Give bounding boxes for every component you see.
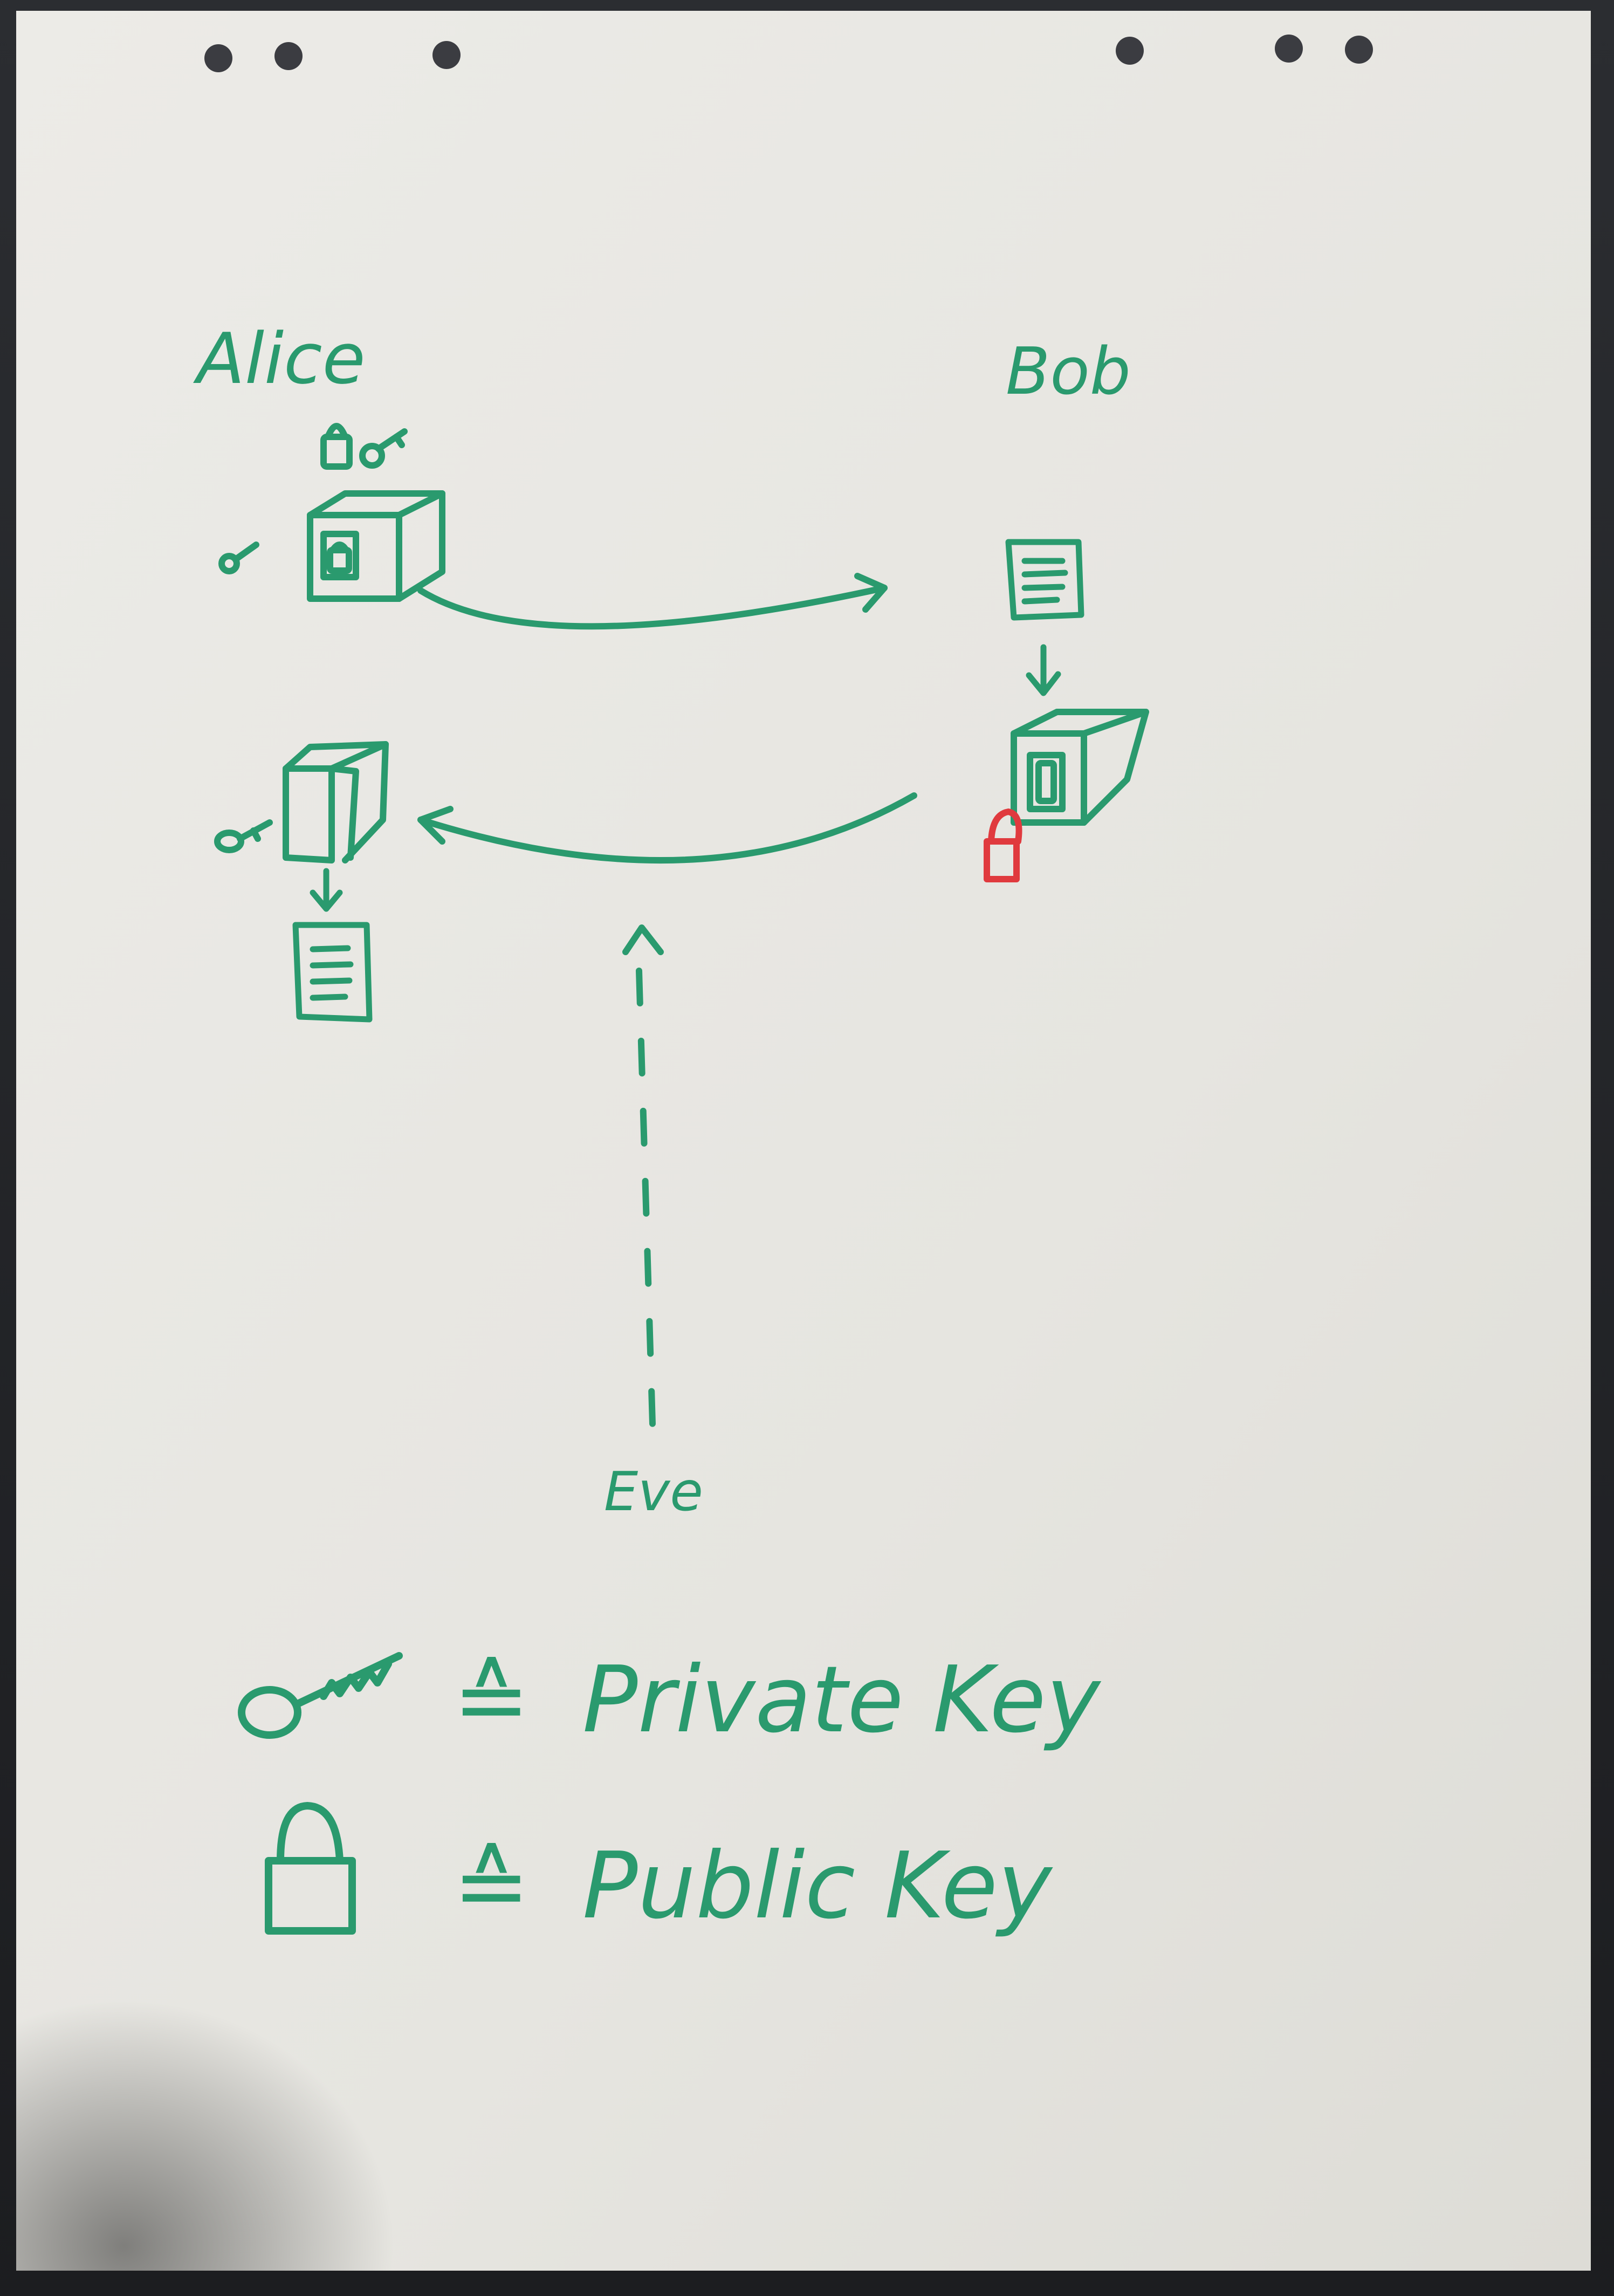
bob-label: Bob <box>1006 334 1131 409</box>
safe-box-icon <box>307 490 445 602</box>
private-key-label: Private Key <box>582 1647 1102 1753</box>
key-icon <box>218 542 259 574</box>
padlock-icon <box>984 808 1022 882</box>
eve-eavesdrop-arrow <box>622 924 664 1427</box>
document-icon <box>292 922 373 1023</box>
safe-box-icon <box>283 741 389 863</box>
arrow-down-icon <box>310 868 343 912</box>
legend-public-key: ≙ Public Key <box>265 1802 1053 1939</box>
arrow-down-icon <box>1026 644 1061 696</box>
public-key-label: Public Key <box>582 1833 1053 1939</box>
arrow-bob-to-alice <box>417 792 917 864</box>
legend-private-key: ≙ Private Key <box>238 1647 1102 1753</box>
eve-label: Eve <box>604 1460 703 1523</box>
safe-box-icon <box>1011 709 1149 826</box>
binder-holes <box>204 35 1373 72</box>
padlock-icon <box>320 423 353 470</box>
key-icon <box>214 819 273 853</box>
padlock-icon <box>265 1802 356 1935</box>
relation-symbol: ≙ <box>453 1647 530 1753</box>
alice-label: Alice <box>193 318 366 400</box>
arrow-alice-to-bob <box>417 573 888 630</box>
relation-symbol: ≙ <box>453 1833 530 1939</box>
document-icon <box>1005 539 1084 621</box>
key-icon <box>359 428 408 469</box>
key-icon <box>238 1652 403 1739</box>
